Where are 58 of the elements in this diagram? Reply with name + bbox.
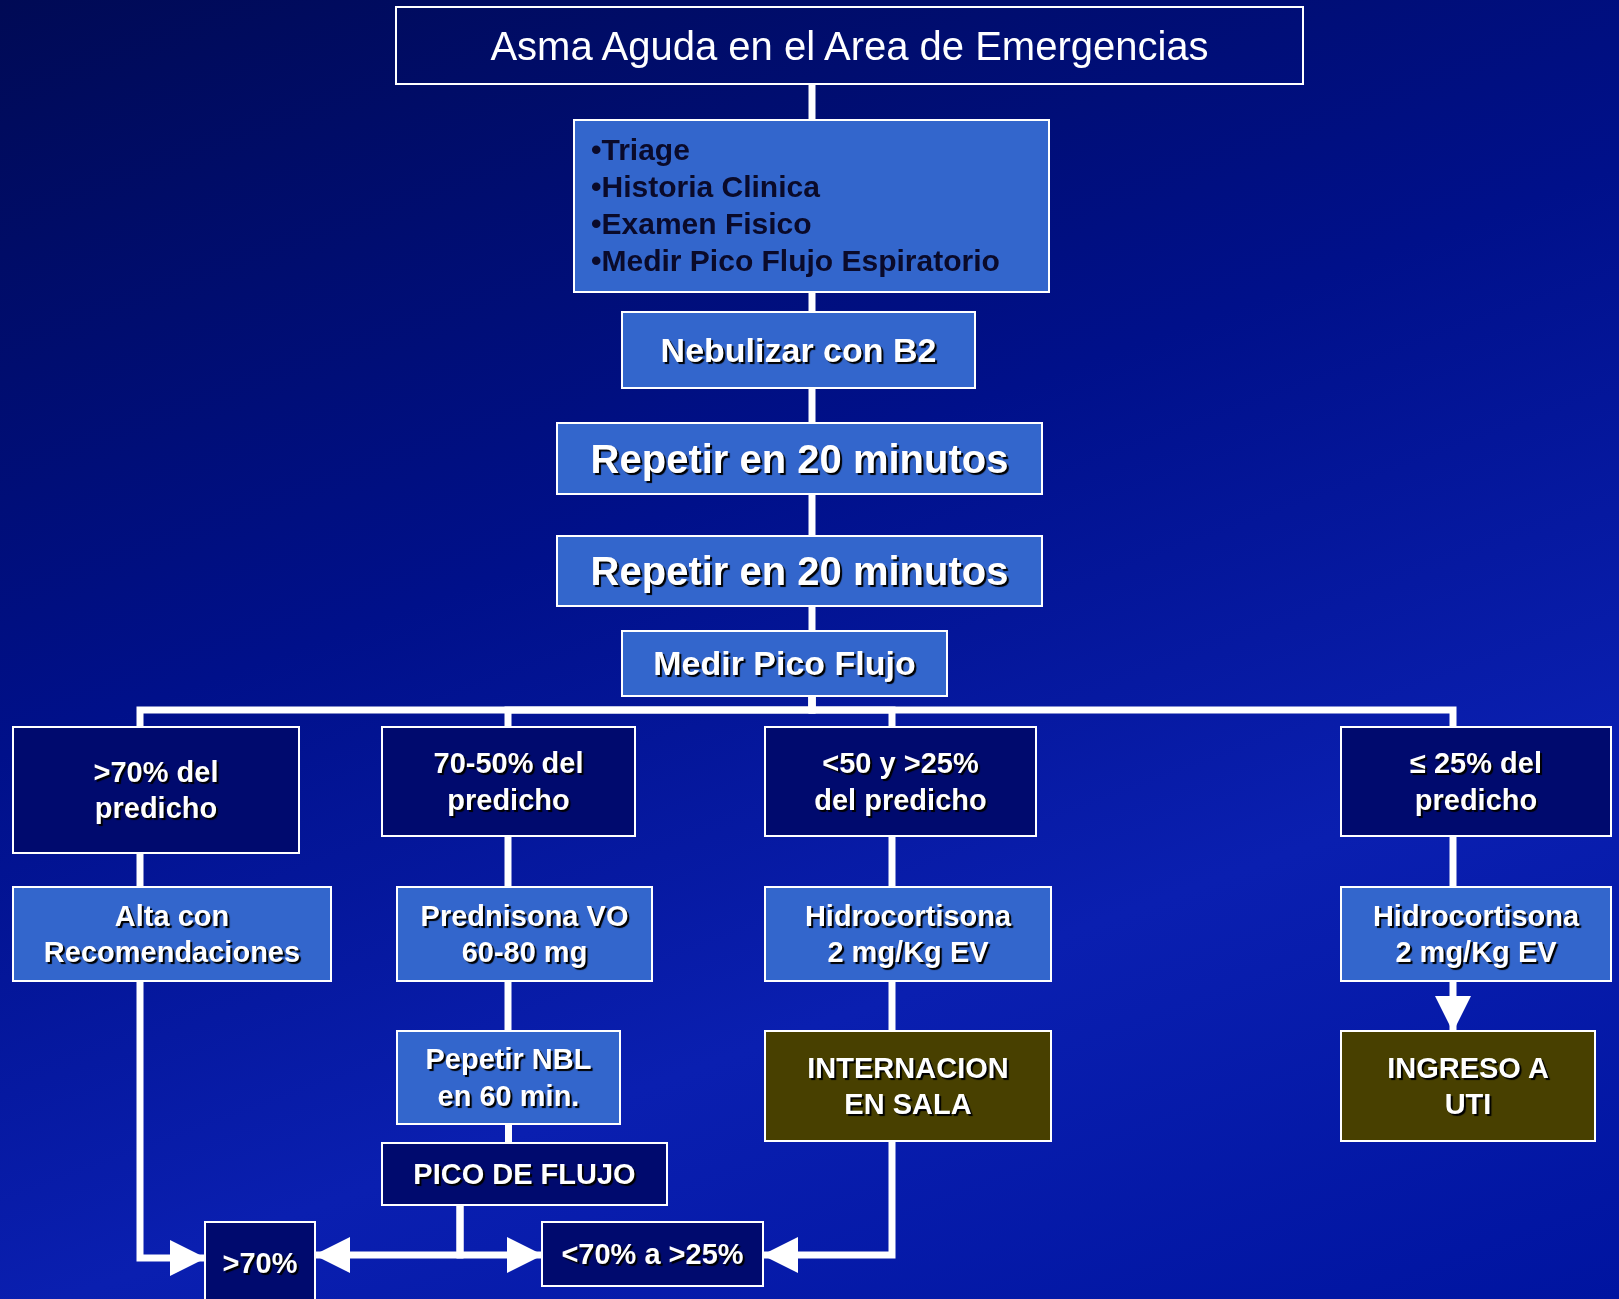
title-box bbox=[395, 6, 1304, 85]
connector-line bbox=[808, 389, 816, 422]
connector-line bbox=[505, 1125, 512, 1142]
title-text: Asma Aguda en el Area de Emergencias bbox=[490, 22, 1209, 70]
connector-line bbox=[808, 495, 816, 535]
box-label: Repetir en 20 minutos bbox=[590, 548, 1009, 595]
process-box bbox=[556, 422, 1043, 495]
box-label: 70-50% del predicho bbox=[432, 746, 585, 818]
connector-line bbox=[136, 854, 144, 886]
box-label: >70% bbox=[222, 1245, 298, 1281]
list-item: •Examen Fisico bbox=[591, 206, 812, 242]
outcome-box bbox=[764, 1030, 1052, 1142]
box-label: Prednisona VO 60-80 mg bbox=[419, 898, 630, 970]
list-item: •Historia Clinica bbox=[591, 169, 820, 206]
connector-line bbox=[888, 982, 896, 1030]
result-box bbox=[764, 726, 1037, 837]
process-box bbox=[1340, 886, 1612, 982]
process-box bbox=[396, 886, 653, 982]
box-label: ≤ 25% del predicho bbox=[1409, 746, 1543, 818]
connector-line bbox=[504, 982, 512, 1030]
result-box bbox=[204, 1221, 316, 1299]
result-box bbox=[381, 726, 636, 837]
arrow bbox=[456, 1206, 543, 1273]
box-label: INGRESO A UTI bbox=[1386, 1050, 1550, 1122]
box-label: INTERNACION EN SALA bbox=[806, 1050, 1010, 1122]
process-box bbox=[12, 886, 332, 982]
outcome-box bbox=[1340, 1030, 1596, 1142]
box-label: Hidrocortisona 2 mg/Kg EV bbox=[1371, 898, 1581, 970]
result-box bbox=[1340, 726, 1612, 837]
box-label: >70% del predicho bbox=[92, 754, 220, 826]
box-label: Repetir en 20 minutos bbox=[590, 435, 1009, 483]
connector-line bbox=[1449, 837, 1457, 886]
process-box bbox=[621, 311, 976, 389]
result-box bbox=[541, 1221, 764, 1287]
process-box bbox=[764, 886, 1052, 982]
process-box bbox=[621, 630, 948, 697]
connector-line bbox=[888, 837, 896, 886]
box-label: Alta con Recomendaciones bbox=[42, 898, 302, 970]
box-label: Hidrocortisona 2 mg/Kg EV bbox=[803, 898, 1013, 970]
connector-line bbox=[808, 293, 816, 311]
connector-line bbox=[808, 607, 816, 630]
list-item: •Triage bbox=[591, 132, 690, 169]
box-label: <70% a >25% bbox=[561, 1236, 744, 1272]
step-list-box bbox=[573, 119, 1050, 293]
box-label: <50 y >25% del predicho bbox=[813, 746, 988, 818]
result-box bbox=[381, 1142, 668, 1206]
box-label: Medir Pico Flujo bbox=[653, 643, 916, 685]
process-box bbox=[556, 535, 1043, 607]
box-label: Nebulizar con B2 bbox=[660, 329, 937, 371]
arrow bbox=[1435, 982, 1471, 1032]
result-box bbox=[12, 726, 300, 854]
arrow bbox=[136, 982, 206, 1276]
connector-line bbox=[504, 837, 512, 886]
connector-line bbox=[808, 697, 1457, 726]
box-label: Pepetir NBL en 60 min. bbox=[424, 1042, 593, 1114]
box-label: PICO DE FLUJO bbox=[413, 1156, 636, 1192]
list-item: •Medir Pico Flujo Espiratorio bbox=[591, 242, 1000, 279]
process-box bbox=[396, 1030, 621, 1125]
